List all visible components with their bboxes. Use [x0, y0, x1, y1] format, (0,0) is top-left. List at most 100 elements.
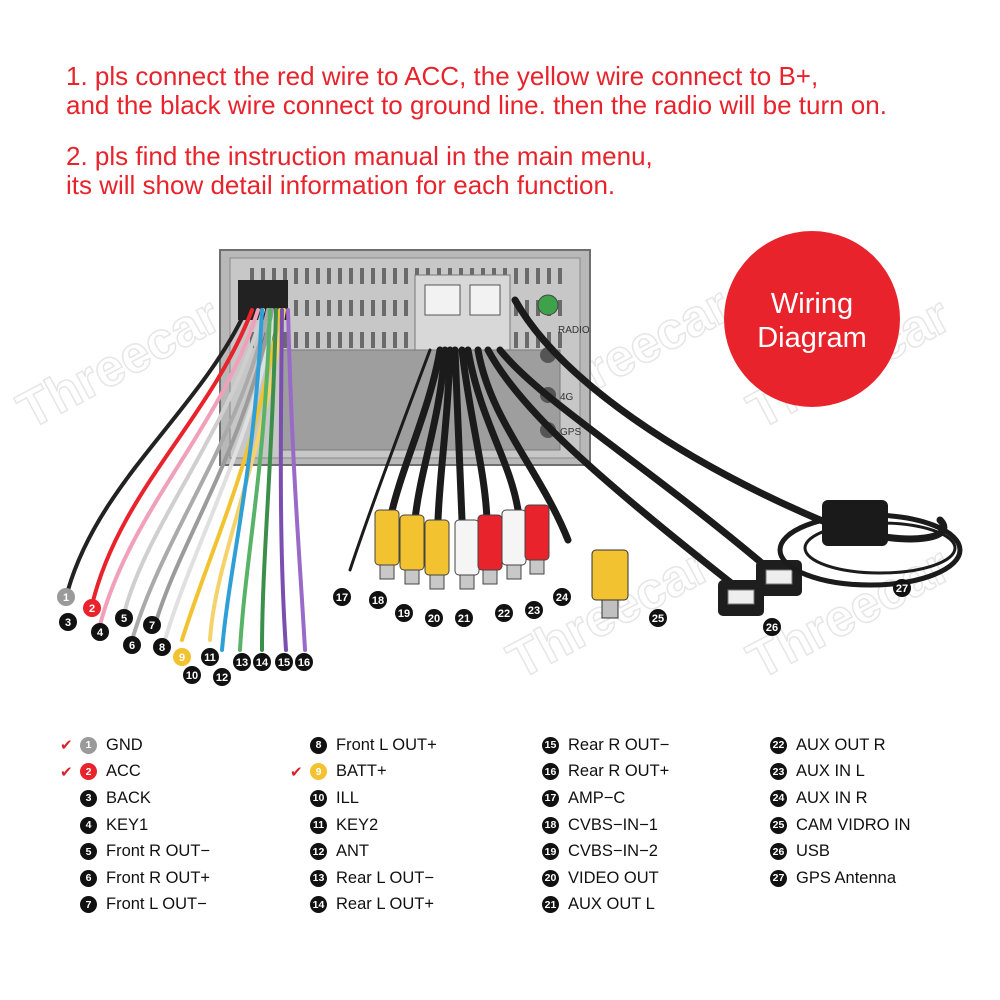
legend-number: 20	[542, 869, 559, 887]
instruction-2: 2. pls find the instruction manual in th…	[66, 142, 986, 200]
legend-label: BACK	[106, 788, 151, 807]
legend-number: 4	[80, 816, 97, 834]
vent-slot	[558, 332, 562, 348]
rca-cables	[348, 296, 948, 594]
callout-circle	[115, 609, 133, 627]
vent-slot	[525, 332, 529, 348]
vent-slot	[525, 300, 529, 316]
vent-slot	[338, 268, 342, 284]
legend-number: 9	[310, 763, 327, 781]
callout-number: 10	[186, 670, 198, 682]
callout-circle	[59, 613, 77, 631]
vent-slot	[558, 300, 562, 316]
callout-number: 27	[896, 583, 908, 595]
callout-27: 27	[893, 579, 911, 597]
callout-circle	[123, 636, 141, 654]
vent-slot	[316, 332, 320, 348]
callout-number: 14	[256, 657, 269, 669]
callout-number: 16	[298, 657, 310, 669]
legend-number: 3	[80, 789, 97, 807]
rca-plug-tip	[379, 564, 395, 580]
checkmark-icon: ✔	[290, 763, 303, 781]
instruction-1-line-1: 1. pls connect the red wire to ACC, the …	[66, 61, 819, 91]
vent-slot	[316, 300, 320, 316]
legend-number: 26	[770, 843, 787, 861]
instruction-1: 1. pls connect the red wire to ACC, the …	[66, 62, 986, 120]
vent-slot	[327, 300, 331, 316]
vent-slot	[305, 332, 309, 348]
legend-number: 27	[770, 869, 787, 887]
callout-number: 17	[336, 592, 348, 604]
vent-slot	[327, 268, 331, 284]
legend-label: CVBS−IN−2	[568, 842, 658, 861]
callout-number: 9	[179, 652, 185, 664]
callout-1: 1	[57, 588, 75, 606]
callout-14: 14	[253, 653, 271, 671]
badge-line-2: Diagram	[757, 322, 867, 354]
vent-slot	[547, 268, 551, 284]
vent-slot	[404, 268, 408, 284]
legend-number: 1	[80, 736, 97, 754]
vent-slot	[294, 268, 298, 284]
checkmark-icon: ✔	[60, 737, 73, 755]
legend-label: CAM VIDRO IN	[796, 815, 911, 834]
camera-plug	[591, 549, 629, 619]
callout-20: 20	[425, 609, 443, 627]
callout-circle	[253, 653, 271, 671]
legend-label: ACC	[106, 762, 141, 781]
callout-number: 26	[766, 622, 778, 634]
legend-label: Rear L OUT+	[336, 895, 434, 914]
legend-label: USB	[796, 842, 830, 861]
vent-slot	[316, 268, 320, 284]
legend-label: CVBS−IN−1	[568, 815, 658, 834]
callout-number: 2	[89, 603, 95, 615]
callout-number: 12	[216, 672, 228, 684]
callout-number: 13	[236, 657, 248, 669]
callout-number: 22	[498, 608, 510, 620]
vent-slot	[327, 332, 331, 348]
callout-circle	[369, 591, 387, 609]
port-label-radio: RADIO	[558, 325, 590, 336]
callout-circle	[183, 666, 201, 684]
legend-item: 11 KEY2	[290, 812, 437, 839]
vent-slot	[338, 332, 342, 348]
badge-line-1: Wiring	[771, 288, 853, 320]
legend-label: AUX IN L	[796, 762, 865, 781]
callout-number: 3	[65, 617, 71, 629]
vent-slot	[261, 268, 265, 284]
legend-number: 13	[310, 869, 327, 887]
vent-slot	[360, 332, 364, 348]
vent-slot	[338, 300, 342, 316]
callout-circle	[201, 648, 219, 666]
rca-plug-tip	[459, 574, 475, 590]
vent-slot	[393, 300, 397, 316]
legend-number: 2	[80, 763, 97, 781]
vent-slot	[349, 300, 353, 316]
callout-number: 7	[149, 620, 155, 632]
legend-number: 5	[80, 843, 97, 861]
callout-7: 7	[143, 616, 161, 634]
legend-label: AUX OUT L	[568, 895, 655, 914]
legend-number: 11	[310, 816, 327, 834]
callout-2: 2	[83, 599, 101, 617]
legend-number: 10	[310, 789, 327, 807]
rca-plug-tip	[506, 564, 522, 580]
rca-plug	[399, 514, 425, 571]
vent-slot	[261, 332, 265, 348]
callout-21: 21	[455, 609, 473, 627]
legend-label: KEY2	[336, 815, 379, 834]
callout-circle	[455, 609, 473, 627]
